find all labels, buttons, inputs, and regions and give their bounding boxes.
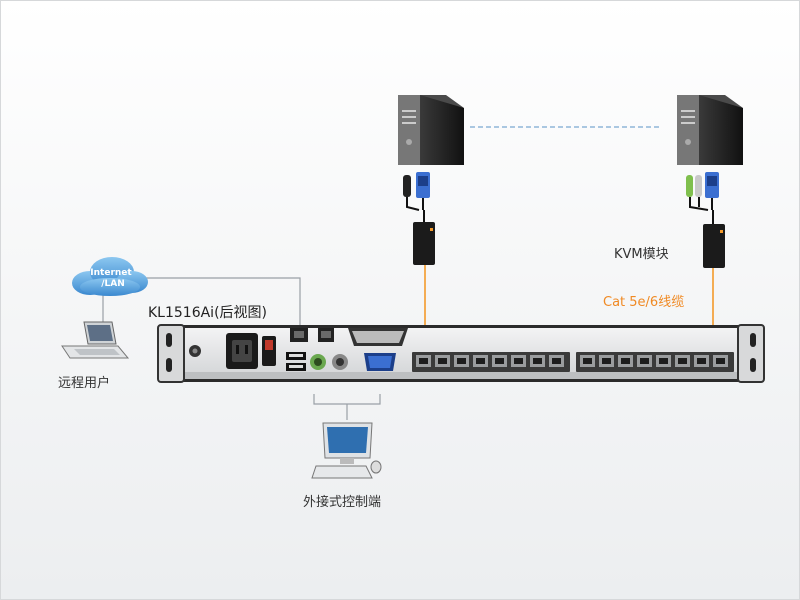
kvm-port-bank-left — [412, 352, 570, 372]
rj45-port-icon — [290, 328, 334, 342]
kvm-adapter-icon — [686, 172, 725, 268]
rj45-port-socket — [438, 358, 447, 364]
rj45-port-socket — [533, 358, 542, 364]
rj45-port-socket — [583, 358, 592, 364]
rj45-port-socket — [716, 358, 725, 364]
kvm-adapter-icon — [403, 172, 435, 265]
external-console-label: 外接式控制端 — [303, 495, 382, 510]
cloud-label-line2: /LAN — [101, 279, 125, 289]
rj45-port-socket — [419, 358, 428, 364]
kvm-port-bank-right — [576, 352, 734, 372]
rj45-port-socket — [621, 358, 630, 364]
power-inlet-icon — [226, 333, 276, 369]
rj45-port-socket — [640, 358, 649, 364]
desktop-console-icon — [311, 422, 382, 479]
cloud-label-line1: Internet — [90, 268, 132, 278]
remote-user-label: 远程用户 — [58, 376, 111, 391]
cloud-icon — [72, 257, 148, 296]
rj45-port-socket — [678, 358, 687, 364]
rj45-port-socket — [659, 358, 668, 364]
cable-label: Cat 5e/6线缆 — [603, 295, 685, 310]
usb-port-icon — [286, 352, 306, 371]
ps2-port-icon — [310, 354, 348, 370]
model-label: KL1516Ai(后视图) — [148, 305, 267, 321]
rj45-port-socket — [514, 358, 523, 364]
rj45-port-socket — [476, 358, 485, 364]
server-tower-icon — [398, 95, 464, 165]
console-bracket-line — [313, 394, 381, 405]
rj45-port-socket — [697, 358, 706, 364]
rj45-port-socket — [495, 358, 504, 364]
laptop-icon — [61, 321, 130, 359]
rj45-port-socket — [602, 358, 611, 364]
serial-port-icon — [348, 328, 408, 346]
server-tower-icon — [677, 95, 743, 165]
rj45-port-socket — [457, 358, 466, 364]
lan-link-line — [140, 277, 301, 326]
rj45-port-socket — [552, 358, 561, 364]
vga-port-icon — [364, 353, 396, 371]
kvm-module-label: KVM模块 — [614, 247, 669, 262]
